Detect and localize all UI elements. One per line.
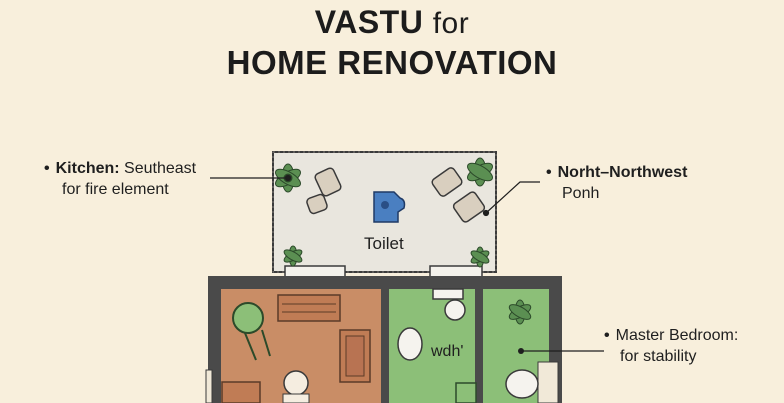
title-line-2: HOME RENOVATION xyxy=(226,44,558,81)
bullet: • xyxy=(546,164,552,181)
toilet-label: Toilet xyxy=(364,234,404,253)
master-note: for stability xyxy=(620,348,697,365)
bullet: • xyxy=(44,160,50,177)
toilet-furniture xyxy=(306,167,486,223)
kitchen-callout: • Kitchen: Seutheast for fire element xyxy=(44,158,196,200)
kitchen-title: Kitchen: xyxy=(55,160,120,177)
living-room-furniture xyxy=(221,294,371,403)
toilet-icon xyxy=(373,191,406,223)
leader-lines xyxy=(210,174,540,217)
title-line-1: VASTU for xyxy=(0,4,784,41)
kitchen-direction: Seutheast xyxy=(119,160,197,177)
north-note: Ponh xyxy=(562,185,600,202)
master-title: Master Bedroom: xyxy=(615,327,739,344)
bedroom-fixtures xyxy=(505,348,604,399)
bullet: • xyxy=(604,327,610,344)
bath-label: wdh' xyxy=(431,343,464,360)
title-for: for xyxy=(432,7,470,40)
title-vastu: VASTU xyxy=(314,4,424,40)
bath-fixtures xyxy=(397,288,477,403)
north-title: Norht–Northwest xyxy=(557,164,688,181)
master-callout: • Master Bedroom: for stability xyxy=(604,325,738,367)
kitchen-note: for fire element xyxy=(62,181,169,198)
north-callout: • Norht–Northwest Ponh xyxy=(546,162,687,204)
